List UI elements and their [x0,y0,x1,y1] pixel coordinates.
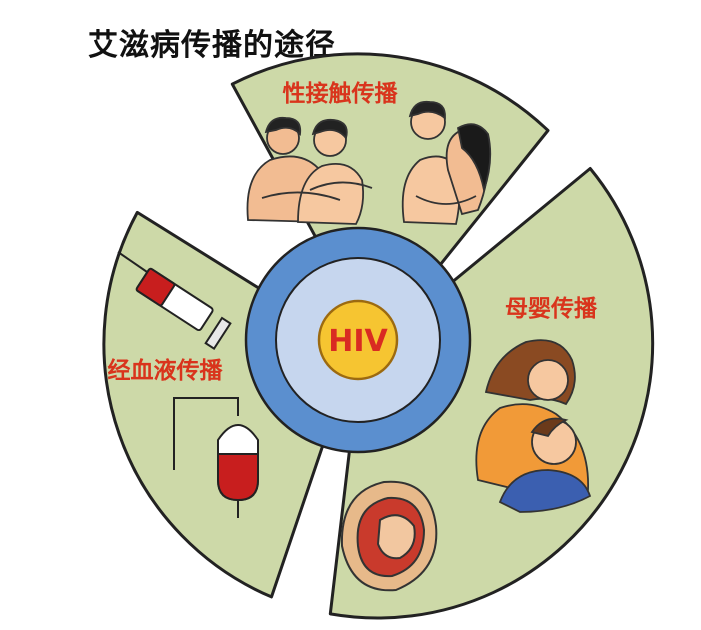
mother-child-illustration [475,339,592,513]
hiv-label: HIV [328,324,388,359]
label-blood: 经血液传播 [108,357,224,384]
iv-drip-icon [173,397,259,518]
fetus-in-womb-icon [340,480,438,592]
couples-illustration [246,100,492,225]
page-title: 艾滋病传播的途径 [88,28,336,63]
hiv-core [317,299,399,381]
label-sexual: 性接触传播 [283,80,399,107]
label-mother-child: 母婴传播 [505,295,598,322]
syringe-icon [117,251,232,350]
